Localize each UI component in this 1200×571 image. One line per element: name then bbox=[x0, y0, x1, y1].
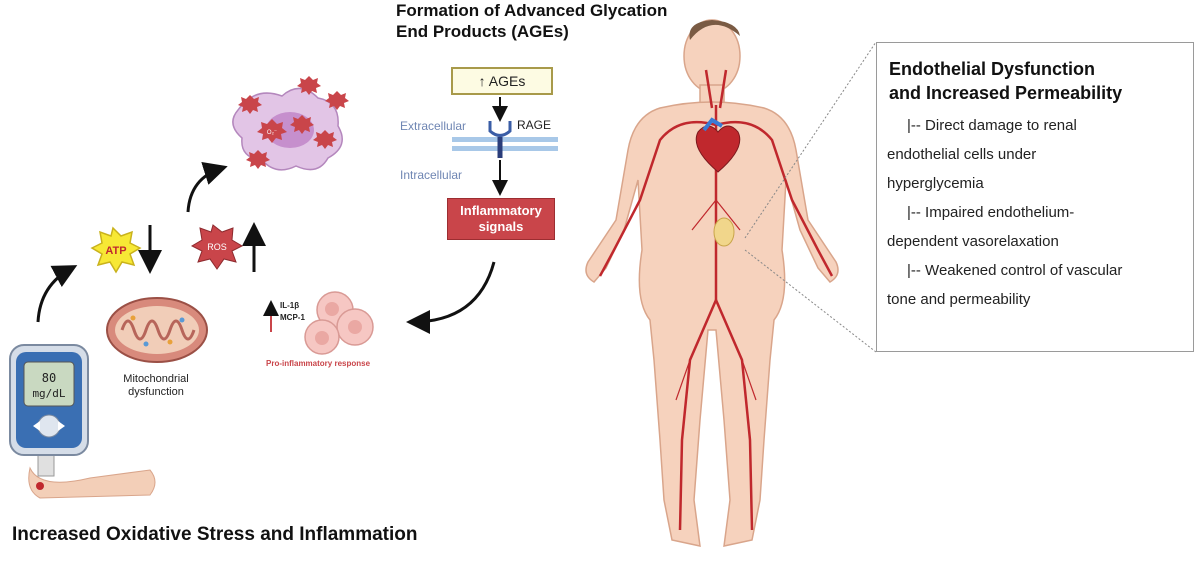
inflammatory-line2: signals bbox=[478, 219, 524, 234]
info-box-title: Endothelial Dysfunction and Increased Pe… bbox=[889, 57, 1183, 105]
ages-title-line2: End Products (AGEs) bbox=[396, 22, 569, 41]
damaged-cell-icon: O₂⁻ bbox=[232, 76, 349, 171]
rage-label: RAGE bbox=[517, 118, 552, 132]
atp-label: ATP bbox=[105, 245, 126, 257]
info-item-1: |-- Direct damage to renal endothelial c… bbox=[887, 111, 1183, 198]
info-item-2-line2: dependent vasorelaxation bbox=[887, 233, 1059, 250]
human-body-icon bbox=[585, 19, 839, 547]
mito-line1: Mitochondrial bbox=[123, 373, 189, 385]
age-pathway bbox=[452, 97, 558, 196]
info-item-3-line2: tone and permeability bbox=[887, 291, 1031, 308]
heart-icon bbox=[695, 117, 741, 173]
inflammatory-line1: Inflammatory bbox=[460, 203, 542, 218]
info-item-1-line3: hyperglycemia bbox=[887, 175, 984, 192]
info-item-2: |-- Impaired endothelium- dependent vaso… bbox=[887, 198, 1183, 256]
kidney-icon bbox=[713, 217, 735, 247]
info-item-3: |-- Weakened control of vascular tone an… bbox=[887, 256, 1183, 314]
pro-inflammatory-label: Pro-inflammatory response bbox=[266, 359, 371, 368]
ros-burst-icon: ROS bbox=[190, 224, 244, 270]
intracellular-label: Intracellular bbox=[400, 168, 463, 182]
mitochondrial-dysfunction-label: Mitochondrial dysfunction bbox=[116, 373, 196, 399]
il1b-label: IL-1β bbox=[280, 301, 300, 310]
info-item-3-line1: |-- Weakened control of vascular bbox=[907, 262, 1123, 279]
atp-burst-icon: ATP bbox=[90, 226, 142, 274]
callout-lines bbox=[744, 41, 877, 353]
info-item-1-line1: |-- Direct damage to renal bbox=[907, 117, 1077, 134]
info-item-1-line2: endothelial cells under bbox=[887, 146, 1037, 163]
inflammatory-signals-box: Inflammatory signals bbox=[447, 198, 555, 240]
extracellular-label: Extracellular bbox=[400, 119, 467, 133]
endothelial-info-box: Endothelial Dysfunction and Increased Pe… bbox=[876, 42, 1194, 352]
meter-unit: mg/dL bbox=[32, 387, 65, 400]
mito-line2: dysfunction bbox=[128, 386, 184, 398]
ros-label: ROS bbox=[207, 242, 227, 252]
inflammatory-cells-icon bbox=[263, 291, 374, 355]
rage-receptor-icon bbox=[488, 121, 512, 137]
meter-value: 80 bbox=[42, 371, 56, 385]
ages-section-title: Formation of Advanced Glycation End Prod… bbox=[396, 0, 667, 42]
info-item-2-line1: |-- Impaired endothelium- bbox=[907, 204, 1075, 221]
mitochondrion-icon bbox=[106, 297, 208, 363]
info-title-line2: and Increased Permeability bbox=[889, 83, 1123, 103]
oxidative-section-title: Increased Oxidative Stress and Inflammat… bbox=[12, 524, 418, 545]
glucose-meter-icon: 80 mg/dL bbox=[9, 344, 156, 499]
ages-box: ↑ AGEs bbox=[451, 67, 553, 95]
info-title-line1: Endothelial Dysfunction bbox=[889, 59, 1096, 79]
mcp1-label: MCP-1 bbox=[280, 313, 305, 322]
ages-title-line1: Formation of Advanced Glycation bbox=[396, 1, 668, 20]
cell-ros-label: O₂⁻ bbox=[267, 130, 277, 136]
cycle-arrows bbox=[36, 161, 496, 334]
